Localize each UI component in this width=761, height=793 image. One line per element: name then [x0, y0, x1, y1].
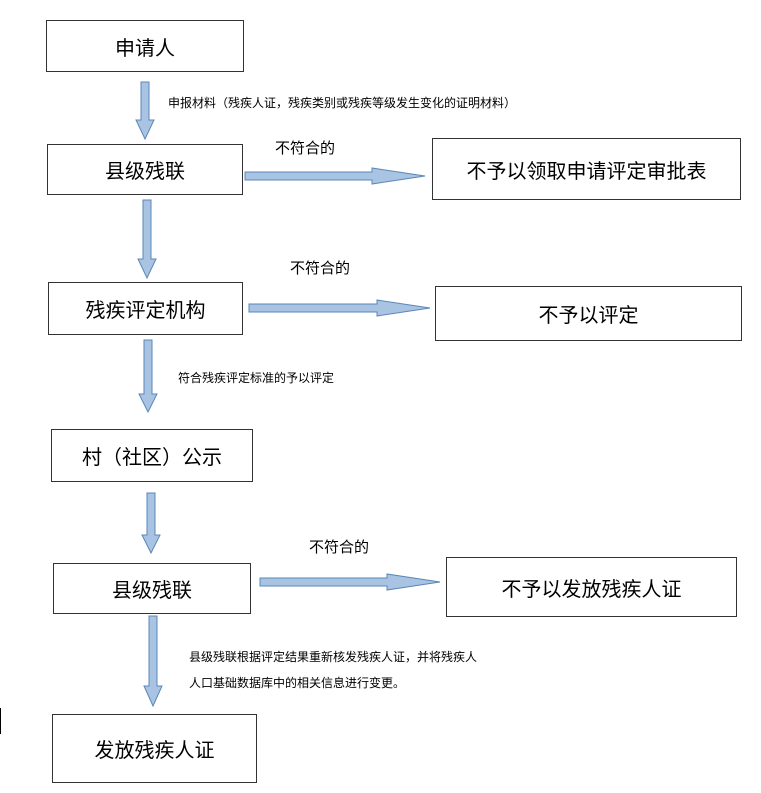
not-qualified-label-2: 不符合的	[290, 259, 351, 277]
issue-certificate-box: 发放残疾人证	[52, 714, 257, 783]
arrow-county-to-reject-cert	[259, 573, 441, 591]
arrow-assessment-to-publicity	[138, 339, 158, 414]
reissue-note-line-2: 人口基础数据库中的相关信息进行变更。	[189, 676, 406, 690]
reissue-note: 县级残联根据评定结果重新核发残疾人证，并将残疾人 人口基础数据库中的相关信息进行…	[189, 644, 477, 696]
qualified-label: 符合残疾评定标准的予以评定	[178, 371, 335, 385]
arrow-publicity-to-county	[141, 492, 161, 555]
edge-mark	[0, 708, 1, 734]
arrow-assessment-to-reject-assess	[248, 299, 431, 317]
county-federation-box-2: 县级残联	[53, 563, 251, 614]
arrow-county-to-issue	[143, 615, 163, 708]
reject-certificate-box: 不予以发放残疾人证	[446, 557, 737, 617]
assessment-agency-box: 残疾评定机构	[48, 282, 243, 335]
arrow-applicant-to-county	[135, 81, 155, 141]
applicant-box: 申请人	[46, 20, 244, 72]
arrow-county-to-assessment	[137, 199, 157, 280]
arrow-county-to-reject-form	[244, 167, 426, 185]
submit-materials-label: 申报材料（残疾人证，残疾类别或残疾等级发生变化的证明材料）	[168, 96, 517, 110]
not-qualified-label-1: 不符合的	[275, 139, 336, 157]
publicity-box: 村（社区）公示	[51, 429, 253, 482]
reject-assessment-box: 不予以评定	[435, 286, 742, 341]
reject-form-box: 不予以领取申请评定审批表	[432, 138, 741, 200]
county-federation-box-1: 县级残联	[47, 144, 243, 195]
not-qualified-label-3: 不符合的	[309, 538, 370, 556]
reissue-note-line-1: 县级残联根据评定结果重新核发残疾人证，并将残疾人	[189, 650, 478, 664]
